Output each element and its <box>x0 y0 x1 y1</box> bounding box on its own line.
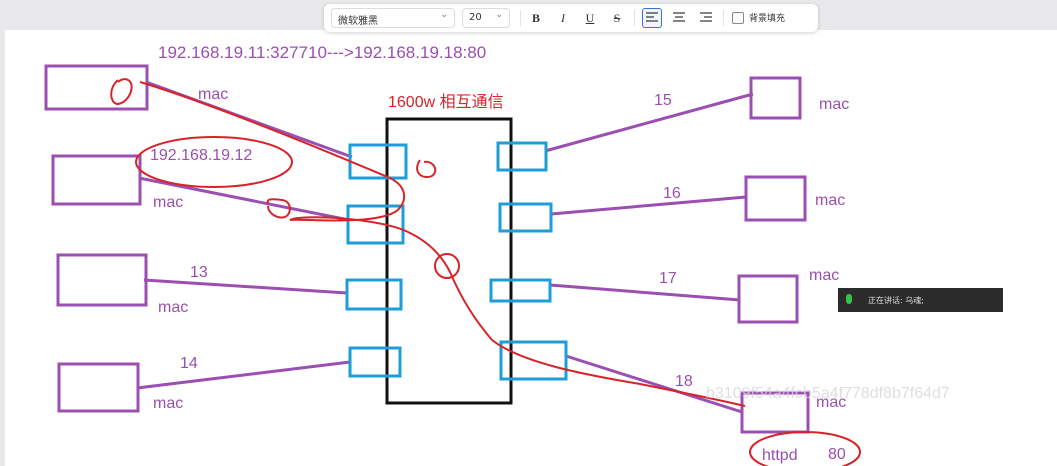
link-left3 <box>143 278 348 295</box>
switch-port-l4 <box>348 346 402 378</box>
red-mark-small <box>266 198 291 219</box>
microphone-icon <box>846 294 852 304</box>
chevron-down-icon: ⌄ <box>440 10 448 20</box>
background-fill-label: 背景填充 <box>749 14 786 24</box>
link-right2 <box>550 195 747 216</box>
align-right-button[interactable] <box>696 8 716 28</box>
red-ellipse-ip12 <box>135 136 293 188</box>
port-16-label: 16 <box>663 185 681 202</box>
toolbar-divider <box>520 10 521 26</box>
whiteboard-canvas[interactable] <box>5 30 1057 466</box>
font-size-select[interactable]: 20 ⌄ <box>462 8 510 28</box>
font-family-select[interactable]: 微软雅黑 ⌄ <box>331 8 455 28</box>
mac-label-right3: mac <box>809 267 839 284</box>
red-circle-switch <box>434 253 460 279</box>
red-path-packet <box>139 81 746 407</box>
host-box-right2 <box>744 175 807 222</box>
port-14-label: 14 <box>180 355 198 372</box>
switch-port-r3 <box>489 278 552 303</box>
mac-label-left1: mac <box>198 86 228 103</box>
host-box-right1 <box>749 76 802 120</box>
host-box-right3 <box>737 274 799 324</box>
host-box-right4 <box>740 391 810 434</box>
speaking-notification: 正在讲话: 乌魂; <box>838 288 1003 312</box>
mac-label-right2: mac <box>815 192 845 209</box>
link-left2 <box>138 176 350 222</box>
port-13-label: 13 <box>190 264 208 281</box>
bold-button[interactable]: B <box>531 11 540 25</box>
ip-flow-label: 192.168.19.11:327710--->192.168.19.18:80 <box>158 43 486 62</box>
font-family-value: 微软雅黑 <box>338 16 378 27</box>
service-label: httpd <box>762 447 798 464</box>
align-right-icon <box>700 12 712 22</box>
text-format-toolbar: 微软雅黑 ⌄ 20 ⌄ B I U S 背景填充 <box>324 4 818 32</box>
switch-port-l3 <box>345 278 403 311</box>
mac-label-right4: mac <box>816 394 846 411</box>
mac-label-left3: mac <box>158 299 188 316</box>
switch-port-r1 <box>496 141 548 172</box>
host-box-left4 <box>57 362 140 413</box>
align-center-icon <box>673 12 685 22</box>
switch-port-l2 <box>346 204 405 245</box>
red-mark-port <box>416 159 437 178</box>
toolbar-divider <box>634 10 635 26</box>
background-fill-checkbox[interactable] <box>732 12 744 24</box>
switch-box <box>385 117 513 405</box>
font-size-value: 20 <box>469 12 482 23</box>
link-right4 <box>565 354 743 414</box>
service-port-label: 80 <box>828 446 846 463</box>
port-18-label: 18 <box>675 373 693 390</box>
mac-label-left2: mac <box>153 194 183 211</box>
mac-label-left4: mac <box>153 395 183 412</box>
red-mark-host1 <box>110 78 133 106</box>
strikethrough-button[interactable]: S <box>613 11 621 25</box>
watermark: b3109f54a4fcb5a4f778df8b7f64d7 <box>706 385 950 402</box>
underline-button[interactable]: U <box>585 11 595 25</box>
switch-title: 1600w 相互通信 <box>388 93 504 111</box>
host-box-left3 <box>56 253 148 307</box>
chevron-down-icon: ⌄ <box>495 10 503 20</box>
port-15-label: 15 <box>654 92 672 109</box>
toolbar-divider <box>723 10 724 26</box>
link-left4 <box>136 360 351 390</box>
align-center-button[interactable] <box>669 8 689 28</box>
align-left-button[interactable] <box>642 8 662 28</box>
speaking-text: 正在讲话: 乌魂; <box>868 296 924 305</box>
mac-label-right1: mac <box>819 96 849 113</box>
ip-12-label: 192.168.19.12 <box>150 147 252 164</box>
link-right3 <box>549 283 741 302</box>
red-ellipse-httpd <box>749 431 861 466</box>
align-left-icon <box>646 12 658 22</box>
italic-button[interactable]: I <box>561 11 565 25</box>
switch-port-r4 <box>499 340 568 381</box>
host-box-left2 <box>51 154 142 206</box>
host-box-left1 <box>44 64 149 111</box>
port-17-label: 17 <box>659 270 677 287</box>
link-right1 <box>544 92 754 153</box>
switch-port-r2 <box>498 202 553 233</box>
